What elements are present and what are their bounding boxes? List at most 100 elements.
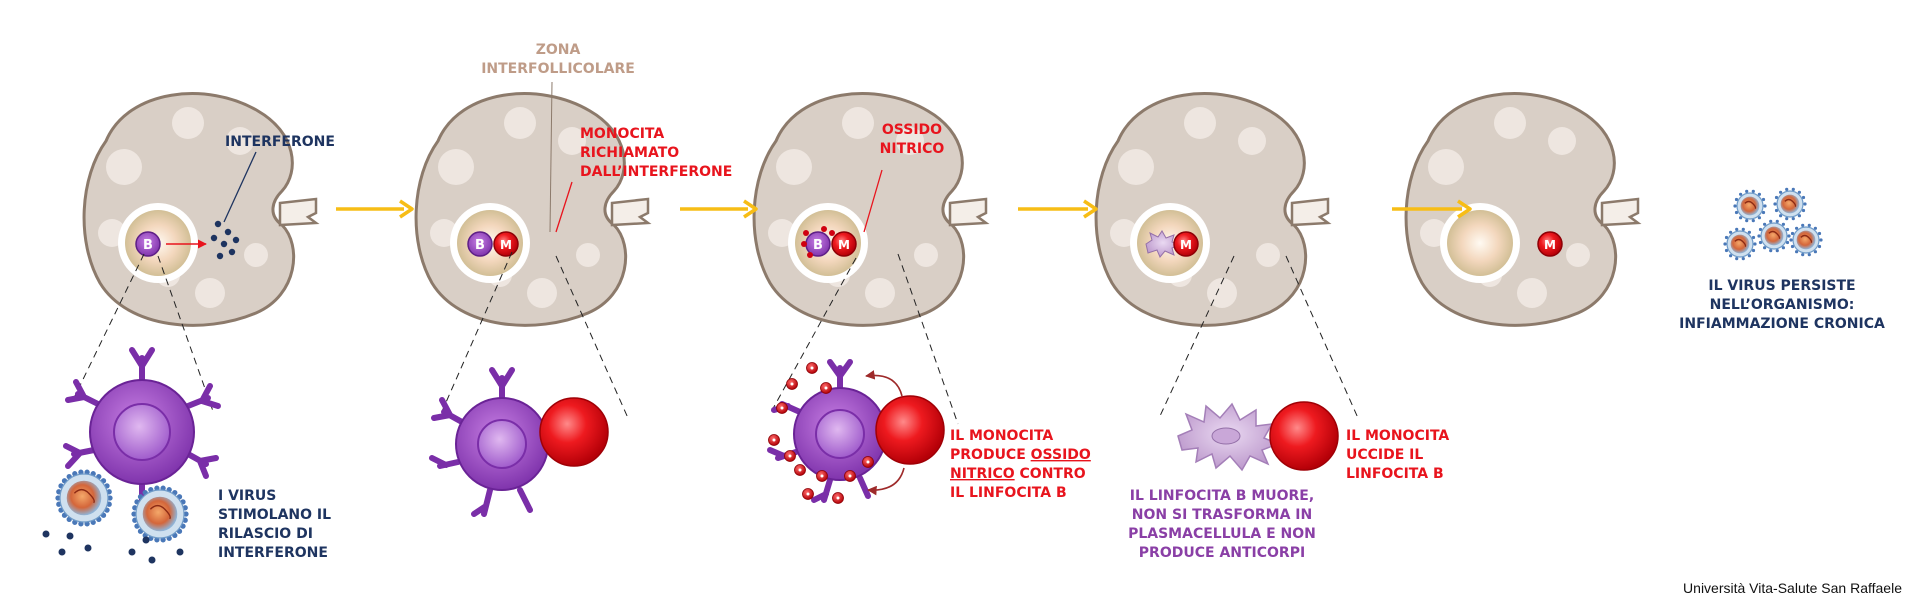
b-lymphocyte-zoom — [429, 367, 549, 517]
lymph-follicle — [842, 107, 874, 139]
lymph-follicle — [1118, 149, 1154, 185]
svg-text:PRODUCE OSSIDO: PRODUCE OSSIDO — [950, 447, 1091, 463]
lymph-follicle — [914, 243, 938, 267]
monocyte-letter: M — [838, 238, 850, 252]
monocita-pointer — [555, 181, 573, 233]
nitric-oxide-particle — [803, 230, 809, 236]
lymph-node: M — [1404, 92, 1642, 327]
svg-text:NON SI TRASFORMA IN: NON SI TRASFORMA IN — [1132, 507, 1312, 523]
lymph-follicle — [1238, 127, 1266, 155]
monocyte-letter: M — [500, 238, 512, 252]
monocyte-marker — [1537, 231, 1563, 257]
virus-particle — [1757, 219, 1791, 253]
lymph-follicle — [1548, 127, 1576, 155]
lymph-follicle — [172, 107, 204, 139]
nitric-oxide-dots — [768, 362, 874, 504]
lymph-follicle — [1566, 243, 1590, 267]
hilum-vessel — [1290, 197, 1332, 227]
ossido-pointer — [863, 169, 883, 233]
svg-text:PLASMACELLULA E NON: PLASMACELLULA E NON — [1128, 526, 1316, 542]
svg-text:IL MONOCITA: IL MONOCITA — [1346, 428, 1449, 444]
nitric-oxide-particle — [807, 252, 813, 258]
lymph-follicle — [226, 127, 254, 155]
svg-text:OSSIDO: OSSIDO — [882, 122, 942, 138]
lymph-follicle — [1494, 107, 1526, 139]
panel-5 — [1723, 187, 1823, 261]
panel-3 — [767, 169, 959, 504]
progression-arrow — [1392, 199, 1472, 219]
lymph-follicle — [558, 127, 586, 155]
label-monocita-richiamato: MONOCITA RICHIAMATO DALL’INTERFERONE — [580, 126, 732, 180]
monocyte-marker — [493, 231, 519, 257]
svg-text:NELL’ORGANISMO:: NELL’ORGANISMO: — [1710, 297, 1855, 313]
svg-text:LINFOCITA B: LINFOCITA B — [1346, 466, 1444, 482]
svg-text:RICHIAMATO: RICHIAMATO — [580, 145, 679, 161]
label-interferone: INTERFERONE — [225, 134, 335, 150]
panel-1 — [42, 151, 257, 564]
label-virus-persiste: IL VIRUS PERSISTE NELL’ORGANISMO: INFIAM… — [1679, 278, 1885, 332]
svg-text:DALL’INTERFERONE: DALL’INTERFERONE — [580, 164, 732, 180]
lymph-follicle — [244, 243, 268, 267]
svg-text:ZONA: ZONA — [536, 42, 581, 58]
panel-4 — [1159, 255, 1359, 472]
virus-group — [55, 469, 189, 543]
lymph-follicle — [106, 149, 142, 185]
hilum-vessel — [948, 197, 990, 227]
lymph-follicle — [527, 278, 557, 308]
monocyte-zoom — [1269, 401, 1339, 471]
lymph-follicle — [896, 127, 924, 155]
lymph-follicle — [1207, 278, 1237, 308]
lymph-follicle — [1428, 149, 1464, 185]
progression-arrow — [336, 199, 414, 219]
svg-text:I VIRUS: I VIRUS — [218, 488, 276, 504]
b-cell-letter: B — [475, 238, 485, 253]
progression-arrows — [336, 199, 1472, 219]
monocyte-marker — [831, 231, 857, 257]
label-monocita-produce: IL MONOCITA PRODUCE OSSIDO NITRICO CONTR… — [950, 428, 1091, 501]
virus-particle — [55, 469, 113, 527]
hilum-vessel — [1600, 197, 1642, 227]
nitric-oxide-particle — [821, 226, 827, 232]
label-virus-stimolano: I VIRUS STIMOLANO IL RILASCIO DI INTERFE… — [218, 488, 331, 561]
lymph-node: B — [82, 92, 320, 327]
dying-b-lymphocyte-zoom — [1177, 402, 1281, 472]
lymph-follicle — [195, 278, 225, 308]
svg-text:IL LINFOCITA B: IL LINFOCITA B — [950, 485, 1067, 501]
svg-text:PRODUCE ANTICORPI: PRODUCE ANTICORPI — [1139, 545, 1305, 561]
panel-2 — [429, 81, 629, 517]
no-flow-arrow-top — [865, 370, 903, 397]
svg-text:IL VIRUS PERSISTE: IL VIRUS PERSISTE — [1708, 278, 1855, 294]
virus-particle — [131, 485, 189, 543]
b-lymphocyte-zoom — [767, 359, 887, 503]
germinal-center-core — [1447, 210, 1513, 276]
b-cell-marker — [135, 231, 161, 257]
svg-text:NITRICO CONTRO: NITRICO CONTRO — [950, 466, 1086, 482]
svg-text:UCCIDE IL: UCCIDE IL — [1346, 447, 1423, 463]
credit-text: Università Vita-Salute San Raffaele — [1683, 580, 1902, 596]
progression-arrow — [680, 199, 758, 219]
lymph-node: M — [1094, 92, 1332, 327]
no-flow-arrow-bottom — [867, 467, 905, 496]
label-ossido-nitrico: OSSIDO NITRICO — [880, 122, 945, 157]
hilum-vessel — [610, 197, 652, 227]
interferon-dots-bottom — [42, 530, 184, 564]
lymph-follicle — [1517, 278, 1547, 308]
b-cell-letter: B — [143, 238, 153, 253]
lymph-follicle — [438, 149, 474, 185]
lymph-follicle — [865, 278, 895, 308]
b-cell-letter: B — [813, 238, 823, 253]
label-zona-interfollicolare: ZONA INTERFOLLICOLARE — [481, 42, 635, 77]
svg-text:INTERFERONE: INTERFERONE — [218, 545, 328, 561]
svg-text:INFIAMMAZIONE CRONICA: INFIAMMAZIONE CRONICA — [1679, 316, 1885, 332]
virus-particle — [1789, 223, 1823, 257]
virus-particle — [1733, 189, 1767, 223]
svg-text:IL MONOCITA: IL MONOCITA — [950, 428, 1053, 444]
lymph-follicle — [1184, 107, 1216, 139]
labels: INTERFERONE ZONA INTERFOLLICOLARE MONOCI… — [218, 42, 1885, 561]
interferon-dots — [210, 220, 240, 260]
virus-particle — [1723, 227, 1757, 261]
virus-particle — [1773, 187, 1807, 221]
lymph-follicle — [576, 243, 600, 267]
